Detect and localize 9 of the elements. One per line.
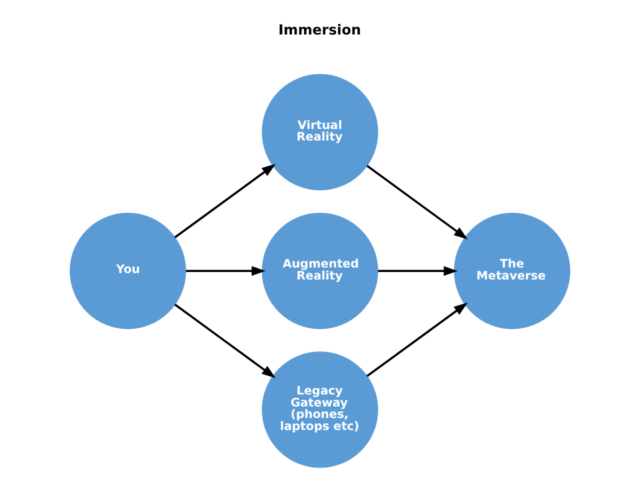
- arrow: [174, 304, 276, 378]
- arrow: [366, 164, 468, 240]
- node-circle: You: [70, 212, 186, 330]
- arrow: [378, 266, 458, 276]
- label: Immersion: [278, 22, 362, 38]
- arrow: [366, 302, 468, 377]
- arrow: [186, 266, 266, 276]
- arrow: [174, 164, 276, 238]
- node-circle: Augmented Reality: [262, 212, 378, 330]
